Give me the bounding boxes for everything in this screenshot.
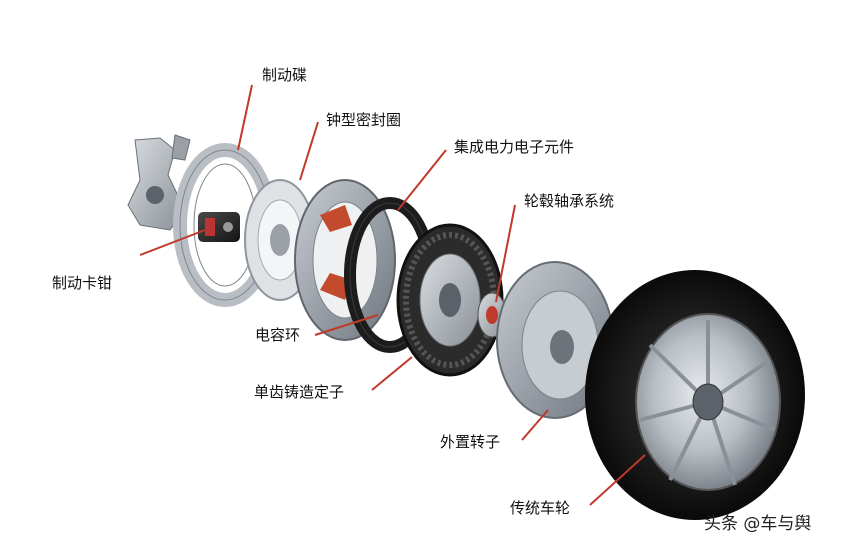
label-power-electronics: 集成电力电子元件	[454, 138, 575, 156]
label-brake-caliper: 制动卡钳	[52, 274, 113, 292]
watermark: 头条 @车与舆	[704, 514, 812, 534]
label-outer-rotor: 外置转子	[440, 433, 501, 451]
label-capacitor-ring: 电容环	[255, 326, 301, 344]
leader-lines	[139, 84, 646, 506]
stator-part	[396, 223, 504, 377]
label-wheel: 传统车轮	[510, 499, 571, 517]
wheel-part	[585, 270, 805, 520]
brake-caliper-part	[198, 212, 240, 242]
label-brake-disc: 制动碟	[262, 66, 308, 84]
label-bell-seal: 钟型密封圈	[326, 111, 402, 129]
label-single-tooth-stator: 单齿铸造定子	[254, 383, 345, 401]
outer-rotor-part	[496, 261, 614, 419]
label-hub-bearing: 轮毂轴承系统	[524, 192, 615, 210]
